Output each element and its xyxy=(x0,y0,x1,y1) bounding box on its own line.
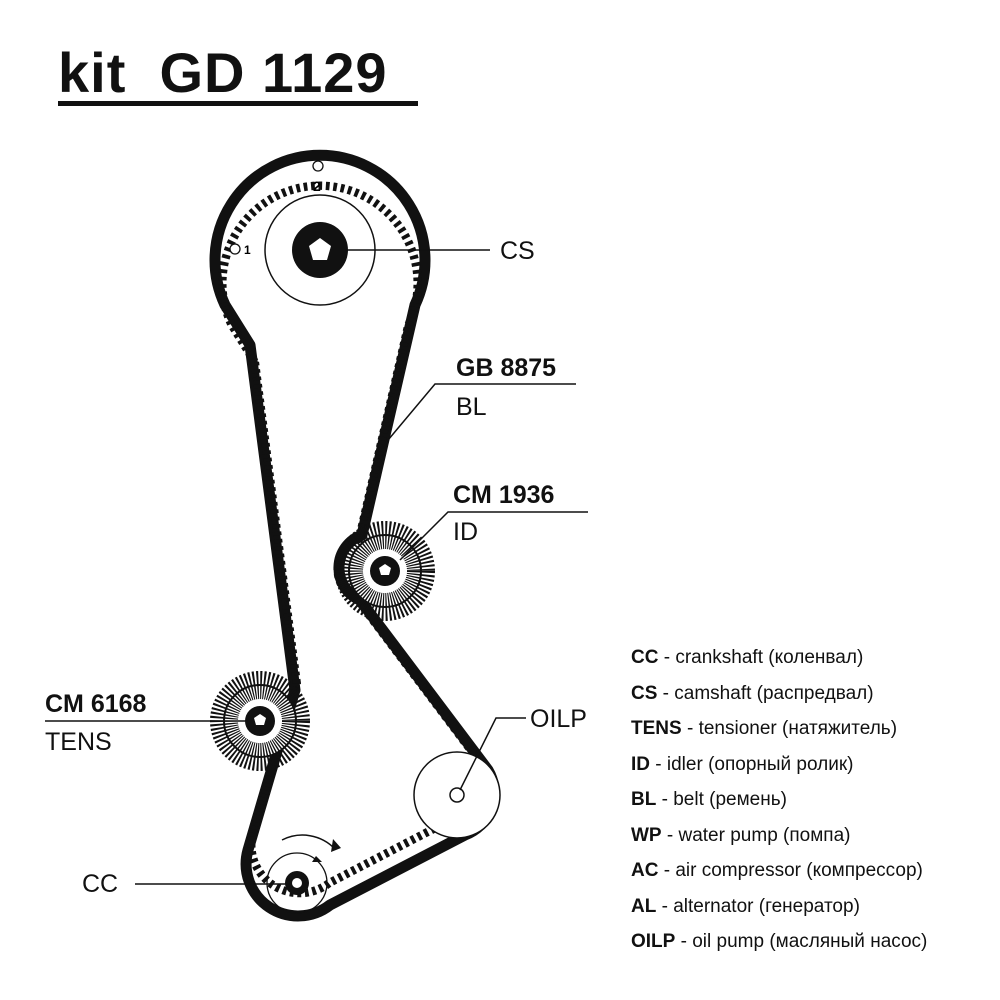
legend-abbr: CS xyxy=(631,682,658,704)
legend-desc: - belt (ремень) xyxy=(656,789,787,810)
leader-belt xyxy=(377,383,576,453)
tensioner-type-label: TENS xyxy=(45,728,112,756)
legend-desc: - idler (опорный ролик) xyxy=(650,753,854,775)
legend-desc: - crankshaft (коленвал) xyxy=(658,647,864,668)
legend-item-bl: BL - belt (ремень) xyxy=(631,782,927,818)
belt-type-label: BL xyxy=(456,393,487,421)
crankshaft-sprocket xyxy=(266,834,341,914)
cs-label: CS xyxy=(500,237,535,265)
legend-abbr: AC xyxy=(631,860,659,881)
timing-mark-1-label: 1 xyxy=(244,243,251,257)
legend-abbr: AL xyxy=(631,895,657,917)
kit-title: kit GD 1129 xyxy=(58,41,388,104)
legend-abbr: BL xyxy=(631,789,657,810)
legend-desc: - water pump (помпа) xyxy=(661,824,851,846)
cc-label: CC xyxy=(82,870,119,898)
legend-item-tens: TENS - tensioner (натяжитель) xyxy=(631,711,927,747)
legend-abbr: TENS xyxy=(631,718,682,739)
leader-lines xyxy=(45,249,588,885)
legend: CC - crankshaft (коленвал) CS - camshaft… xyxy=(631,640,927,960)
oil-pump-pulley xyxy=(413,751,501,839)
legend-desc: - oil pump (масляный насос) xyxy=(675,931,928,952)
legend-item-ac: AC - air compressor (компрессор) xyxy=(631,853,927,889)
crank-timing-mark-icon xyxy=(312,856,322,862)
legend-desc: - alternator (генератор) xyxy=(656,895,860,917)
rotation-arrow-icon xyxy=(331,839,341,852)
timing-mark-2-icon xyxy=(312,160,324,172)
leader-oilp xyxy=(459,717,526,791)
legend-abbr: CC xyxy=(631,647,659,668)
legend-desc: - camshaft (распредвал) xyxy=(657,682,874,704)
legend-item-wp: WP - water pump (помпа) xyxy=(631,818,927,854)
leader-idler xyxy=(399,511,588,561)
idler-type-label: ID xyxy=(453,518,478,546)
rotation-arc xyxy=(281,834,336,850)
title-underline xyxy=(58,101,418,106)
tensioner-code-label: CM 6168 xyxy=(45,690,147,718)
legend-item-cs: CS - camshaft (распредвал) xyxy=(631,676,927,712)
idler-code-label: CM 1936 xyxy=(453,481,555,509)
legend-item-al: AL - alternator (генератор) xyxy=(631,889,927,925)
legend-desc: - air compressor (компрессор) xyxy=(658,860,923,881)
legend-desc: - tensioner (натяжитель) xyxy=(681,718,898,739)
legend-item-id: ID - idler (опорный ролик) xyxy=(631,747,927,783)
legend-abbr: OILP xyxy=(631,931,676,952)
camshaft-sprocket: 2 1 xyxy=(229,160,376,306)
legend-item-cc: CC - crankshaft (коленвал) xyxy=(631,640,927,676)
idler-pulley xyxy=(335,521,435,621)
timing-mark-1-icon xyxy=(229,243,241,255)
belt-code-label: GB 8875 xyxy=(456,354,557,382)
timing-mark-2-label: 2 xyxy=(313,178,321,194)
legend-abbr: ID xyxy=(631,753,650,775)
legend-abbr: WP xyxy=(631,824,662,846)
legend-item-oilp: OILP - oil pump (масляный насос) xyxy=(631,924,927,960)
oilp-label: OILP xyxy=(530,705,587,733)
